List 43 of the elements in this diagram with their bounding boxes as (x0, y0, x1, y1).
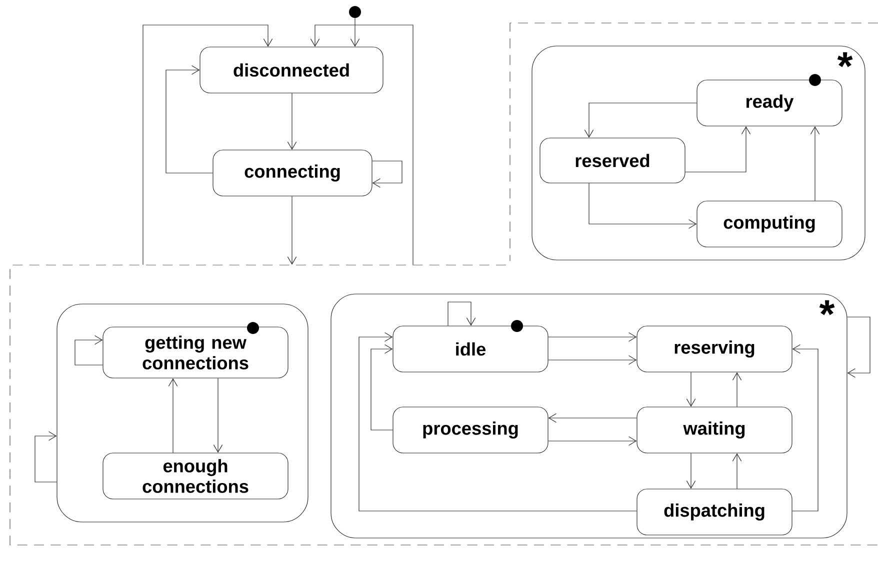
state-box: ready (696, 80, 842, 126)
state-box: reserved (540, 138, 686, 184)
state-box: disconnected (200, 46, 384, 94)
arrow (548, 332, 637, 342)
arrow (686, 453, 696, 489)
arrow (732, 453, 742, 489)
arrow (548, 413, 637, 423)
arrow (732, 372, 742, 407)
arrow (310, 24, 414, 265)
arrow (372, 160, 402, 188)
arrow (358, 332, 637, 512)
state-box: waiting (636, 406, 792, 454)
arrow (168, 378, 178, 453)
arrow (166, 65, 213, 174)
arrow (584, 102, 697, 138)
state-box: enough connections (102, 452, 288, 500)
arrow (548, 355, 637, 365)
arrow (34, 431, 57, 482)
arrow (287, 93, 297, 150)
arrow (370, 344, 393, 430)
arrow (792, 344, 818, 512)
arrow (448, 302, 476, 326)
arrow (588, 183, 697, 229)
arrow (810, 126, 820, 201)
arrow (74, 335, 103, 366)
state-box: computing (696, 200, 842, 248)
arrow (287, 196, 297, 265)
state-box: getting new connections (102, 326, 288, 378)
arrow (686, 372, 696, 407)
arrow (213, 378, 223, 453)
arrow (142, 24, 273, 265)
state-box: connecting (212, 150, 372, 196)
state-box: reserving (636, 326, 792, 372)
state-box: idle (392, 326, 548, 372)
arrow (350, 18, 360, 47)
state-box: processing (392, 406, 548, 454)
arrow (548, 436, 637, 446)
arrow (847, 316, 870, 378)
region-boundary (510, 22, 878, 262)
state-box: dispatching (636, 488, 792, 536)
composite-state (56, 304, 308, 522)
arrow (685, 126, 751, 172)
initial-dot (349, 6, 361, 18)
